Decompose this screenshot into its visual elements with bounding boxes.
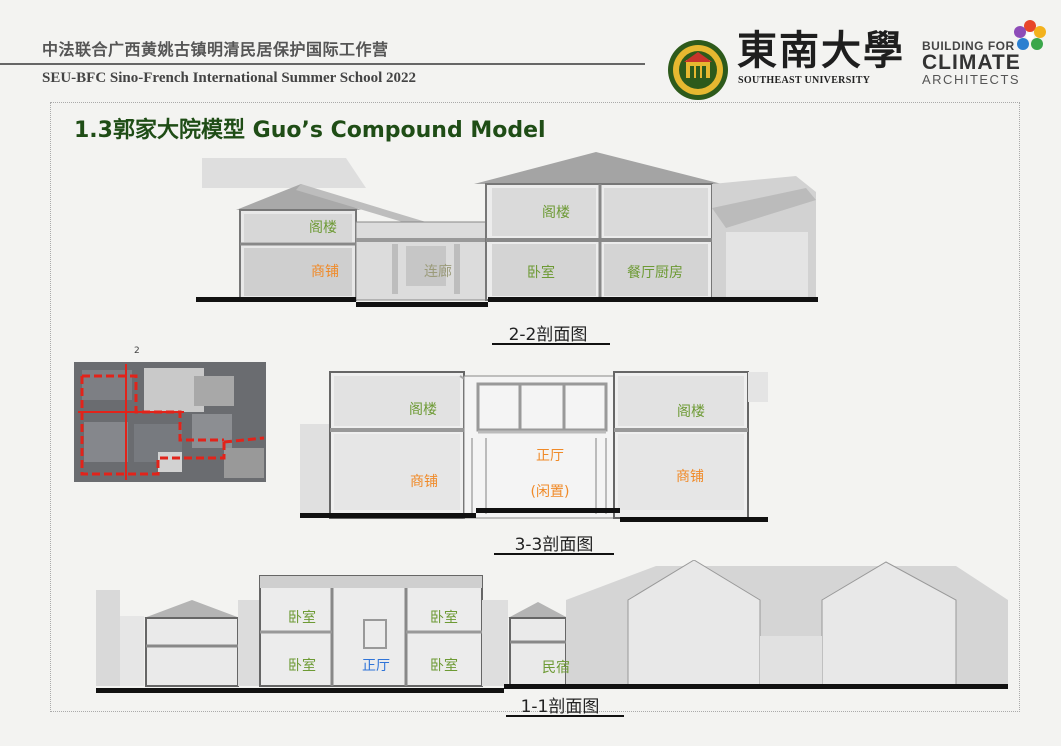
- site-plan-drawing: [74, 362, 266, 482]
- room-label-3-3-main-hall: 正厅: [536, 448, 564, 464]
- section-2-2-drawing: [202, 152, 816, 301]
- bfc-logo-line3: ARCHITECTS: [922, 72, 1021, 87]
- caption-underline-3-3: [494, 553, 614, 555]
- caption-2-2: 2-2剖面图: [508, 325, 588, 345]
- site-plan-section-marker: 2: [134, 346, 140, 356]
- room-label-3-3-shop-right: 商铺: [676, 469, 704, 485]
- ground-line-2-2-mid: [356, 302, 488, 307]
- seu-seal-logo: [668, 40, 728, 100]
- room-label-2-2-corridor: 连廊: [424, 264, 452, 280]
- ground-line-2-2-left: [196, 297, 356, 302]
- room-label-1-1-bedroom-2: 卧室: [288, 658, 316, 674]
- ground-line-3-3-right: [620, 517, 768, 522]
- seu-logo-en: SOUTHEAST UNIVERSITY: [738, 75, 871, 86]
- room-label-3-3-attic-right: 阁楼: [677, 404, 705, 420]
- room-label-1-1-bedroom-3: 卧室: [430, 610, 458, 626]
- room-label-2-2-attic-right: 阁楼: [542, 205, 570, 221]
- room-label-1-1-main-hall: 正厅: [362, 658, 390, 674]
- room-label-1-1-guesthouse: 民宿: [542, 660, 570, 676]
- room-label-1-1-bedroom-4: 卧室: [430, 658, 458, 674]
- bfc-flower-icon: [1014, 20, 1046, 50]
- room-label-1-1-bedroom-1: 卧室: [288, 610, 316, 626]
- room-label-3-3-attic-left: 阁楼: [409, 402, 437, 418]
- room-label-2-2-attic-left: 阁楼: [309, 220, 337, 236]
- ground-line-1-1-right: [504, 684, 1008, 689]
- room-label-3-3-idle: (闲置): [530, 484, 570, 500]
- caption-underline-1-1: [506, 715, 624, 717]
- room-label-2-2-dining-kitchen: 餐厅厨房: [627, 265, 683, 281]
- header-title-cn: 中法联合广西黄姚古镇明清民居保护国际工作营: [42, 40, 389, 59]
- caption-underline-2-2: [492, 343, 610, 345]
- caption-1-1: 1-1剖面图: [520, 697, 600, 717]
- section-3-3-drawing: [300, 371, 768, 519]
- site-plan-aerial: [74, 362, 266, 482]
- bfc-logo-line2: CLIMATE: [922, 51, 1021, 74]
- room-label-2-2-shop: 商铺: [311, 264, 339, 280]
- ground-line-1-1-left: [96, 688, 504, 693]
- seu-logo-cn: 東南大學: [737, 27, 905, 74]
- bfc-logo-line1: BUILDING FOR: [922, 39, 1015, 53]
- content-frame: [50, 102, 1020, 712]
- ground-line-3-3-left: [300, 513, 476, 518]
- ground-line-3-3-mid: [476, 508, 620, 513]
- bfc-logo-text: BUILDING FOR CLIMATE ARCHITECTS: [922, 40, 1021, 86]
- room-label-3-3-shop-left: 商铺: [410, 474, 438, 490]
- header-divider: [0, 63, 645, 65]
- section-1-1-drawing: [96, 560, 1008, 687]
- room-label-2-2-bedroom: 卧室: [527, 265, 555, 281]
- slide-title: 1.3郭家大院模型 Guo’s Compound Model: [74, 118, 546, 143]
- ground-line-2-2-right: [488, 297, 818, 302]
- header-title-en: SEU-BFC Sino-French International Summer…: [42, 70, 417, 86]
- caption-3-3: 3-3剖面图: [514, 535, 594, 555]
